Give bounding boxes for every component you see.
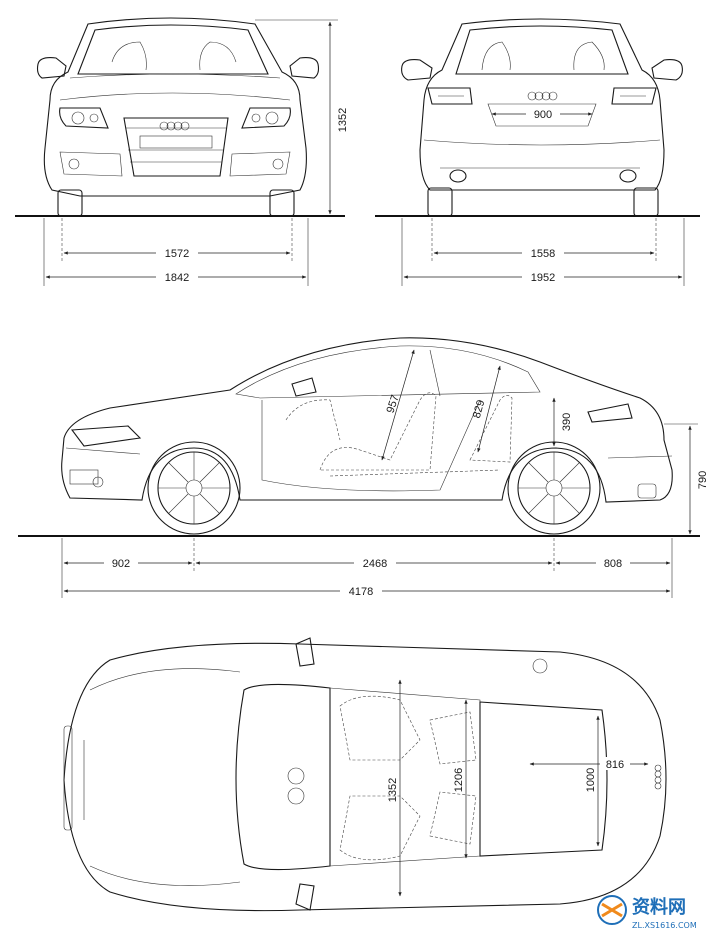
rear-width-label: 1952 <box>531 272 555 284</box>
front-grille <box>123 117 229 177</box>
front-right-mirror <box>289 57 320 79</box>
side-front-wheel <box>147 441 241 535</box>
front-width-label: 1842 <box>165 272 189 284</box>
front-windshield <box>77 24 269 75</box>
front-overhang-label: 902 <box>112 558 130 570</box>
front-shoulder-label: 1352 <box>387 778 399 802</box>
rear-right-tire <box>633 187 659 217</box>
rear-left-taillight <box>427 87 473 105</box>
watermark-logo-icon <box>597 895 627 925</box>
side-rear-wheel <box>507 441 601 535</box>
rear-headroom-label: 829 <box>471 399 488 420</box>
top-body-outline <box>63 642 667 912</box>
trunk-sill-height-label: 790 <box>697 471 709 489</box>
rear-view: 900 1558 1952 <box>375 18 700 286</box>
front-left-tire <box>57 189 83 217</box>
rear-seat-height-label: 390 <box>561 413 573 431</box>
front-height-label: 1352 <box>337 108 349 132</box>
front-track-label: 1572 <box>165 248 189 260</box>
front-headroom-label: 957 <box>385 393 402 414</box>
front-left-headlight <box>59 107 109 129</box>
side-door <box>261 399 481 492</box>
rear-audi-rings <box>527 91 558 101</box>
top-view: 1352 1206 1000 816 <box>63 637 667 912</box>
rear-overhang-label: 808 <box>604 558 622 570</box>
length-label: 4178 <box>349 586 373 598</box>
front-view: 1352 1572 1842 <box>15 17 349 286</box>
top-rear-window <box>479 701 608 857</box>
front-audi-rings <box>159 121 190 131</box>
watermark-brand: 资料网 <box>632 896 686 918</box>
rear-left-tire <box>427 187 453 217</box>
rear-shoulder-label: 1206 <box>453 768 465 792</box>
front-right-headlight <box>241 107 291 129</box>
front-right-tire <box>269 189 295 217</box>
rear-right-exhaust <box>619 169 637 183</box>
top-left-mirror <box>295 637 315 667</box>
side-body-outline <box>61 337 673 503</box>
top-audi-rings <box>654 764 662 790</box>
rear-left-exhaust <box>449 169 467 183</box>
front-body-outline <box>43 17 307 197</box>
trunk-width-label: 1000 <box>585 768 597 792</box>
rear-window <box>455 25 629 75</box>
top-windshield <box>235 683 331 871</box>
side-mirror <box>291 377 317 397</box>
trunk-length-label: 816 <box>606 759 624 771</box>
rear-right-taillight <box>611 87 657 105</box>
side-window <box>235 345 541 399</box>
side-view: 957 829 390 790 902 2468 808 4178 <box>18 337 709 598</box>
rear-right-mirror <box>651 59 683 81</box>
front-left-mirror <box>36 57 67 79</box>
side-taillight <box>587 403 633 423</box>
rear-plate-width-label: 900 <box>534 109 552 121</box>
top-right-mirror <box>295 883 315 911</box>
watermark-url: ZL.XS1616.COM <box>632 921 697 930</box>
wheelbase-label: 2468 <box>363 558 387 570</box>
rear-track-label: 1558 <box>531 248 555 260</box>
rear-body-outline <box>419 18 665 191</box>
side-headlight <box>70 425 142 447</box>
rear-left-mirror <box>401 59 433 81</box>
watermark: 资料网 ZL.XS1616.COM <box>597 895 697 930</box>
